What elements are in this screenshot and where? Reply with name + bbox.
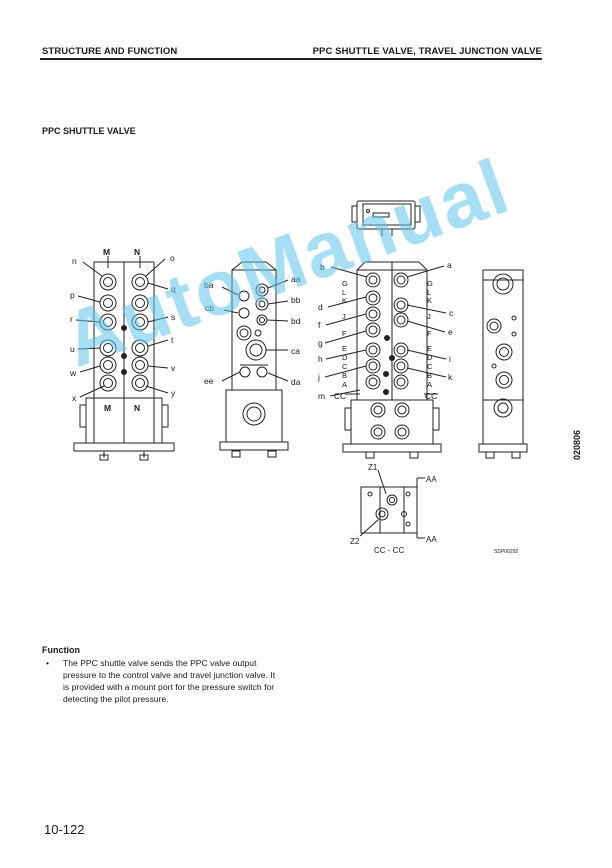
port-label-v: v: [171, 363, 176, 373]
port-label-aa: aa: [291, 274, 301, 284]
channel-letter-right-f: F: [427, 329, 432, 338]
label-n-top: N: [134, 247, 140, 257]
function-bullet: •: [46, 658, 50, 668]
section-caption: CC - CC: [374, 546, 404, 555]
port-label-j: j: [317, 372, 320, 382]
port-label-n: n: [72, 256, 77, 266]
channel-letter-left-j: J: [342, 312, 346, 321]
port-label-i: i: [449, 354, 451, 364]
channel-letter-left-b: B: [342, 371, 347, 380]
channel-letter-right-a: A: [427, 380, 432, 389]
label-z2: Z2: [350, 537, 360, 546]
port-label-e: e: [448, 327, 453, 337]
port-label-w: w: [69, 368, 77, 378]
channel-letter-right-b: B: [427, 371, 432, 380]
label-aa-bottom: AA: [426, 535, 437, 544]
channel-letter-right-j: J: [427, 312, 431, 321]
port-label-m: m: [318, 391, 325, 401]
mn-view-drawing: [73, 256, 175, 461]
channel-letter-right-d: D: [427, 353, 433, 362]
port-label-y: y: [171, 388, 176, 398]
side-number: 020806: [572, 430, 582, 460]
top-view-drawing: [351, 200, 421, 236]
figure-code: SDP00292: [494, 549, 518, 555]
channel-letter-right-l: L: [427, 288, 431, 297]
channel-letter-left-d: D: [342, 353, 348, 362]
side-view-drawing: [219, 261, 289, 458]
page-number: 10-122: [44, 822, 85, 837]
port-label-ee: ee: [204, 376, 214, 386]
channel-letter-left-k: K: [342, 296, 347, 305]
port-label-g: g: [318, 338, 323, 348]
channel-letter-right-k: K: [427, 296, 432, 305]
section-cc-drawing: [359, 469, 425, 539]
right-view-drawing: [478, 269, 528, 459]
channel-letter-left-e: E: [342, 344, 347, 353]
port-label-da: da: [291, 377, 301, 387]
port-label-r: r: [70, 314, 73, 324]
port-label-b: b: [320, 262, 325, 272]
section-mark-cc-right: CC: [425, 391, 437, 401]
channel-letter-left-f: F: [342, 329, 347, 338]
label-n-bottom: N: [134, 403, 140, 413]
port-label-f: f: [318, 320, 321, 330]
port-label-p: p: [70, 290, 75, 300]
channel-letter-left-g: G: [342, 279, 348, 288]
port-label-h: h: [318, 354, 323, 364]
port-label-bb: bb: [291, 295, 301, 305]
port-label-cb: cb: [205, 303, 214, 313]
header-rule: [40, 58, 542, 60]
section-title: PPC SHUTTLE VALVE: [42, 126, 136, 136]
header-left: STRUCTURE AND FUNCTION: [42, 46, 178, 57]
label-aa-top: AA: [426, 475, 437, 484]
header-right: PPC SHUTTLE VALVE, TRAVEL JUNCTION VALVE: [312, 46, 542, 57]
channel-letter-right-g: G: [427, 279, 433, 288]
function-body: • The PPC shuttle valve sends the PPC va…: [42, 657, 282, 705]
channel-letter-right-c: C: [427, 362, 433, 371]
function-title: Function: [42, 645, 80, 655]
channel-letter-left-c: C: [342, 362, 348, 371]
port-label-d: d: [318, 302, 323, 312]
port-label-t: t: [171, 335, 174, 345]
channel-letter-right-e: E: [427, 344, 432, 353]
port-label-ca: ca: [291, 346, 300, 356]
front-view-drawing: [324, 261, 447, 459]
label-m-top: M: [103, 247, 110, 257]
port-label-ba: ba: [204, 280, 214, 290]
function-text: The PPC shuttle valve sends the PPC valv…: [63, 658, 276, 704]
port-label-u: u: [70, 344, 75, 354]
port-label-a: a: [447, 260, 452, 270]
port-label-k: k: [448, 372, 453, 382]
port-label-s: s: [171, 312, 175, 322]
label-z1: Z1: [368, 463, 378, 472]
port-label-c: c: [449, 308, 454, 318]
port-label-bd: bd: [291, 316, 301, 326]
port-label-o: o: [170, 253, 175, 263]
channel-letter-left-l: L: [342, 288, 346, 297]
port-label-q: q: [171, 284, 176, 294]
channel-letter-left-a: A: [342, 380, 347, 389]
section-mark-cc-left: CC: [334, 391, 346, 401]
port-label-x: x: [72, 393, 77, 403]
label-m-bottom: M: [104, 403, 111, 413]
